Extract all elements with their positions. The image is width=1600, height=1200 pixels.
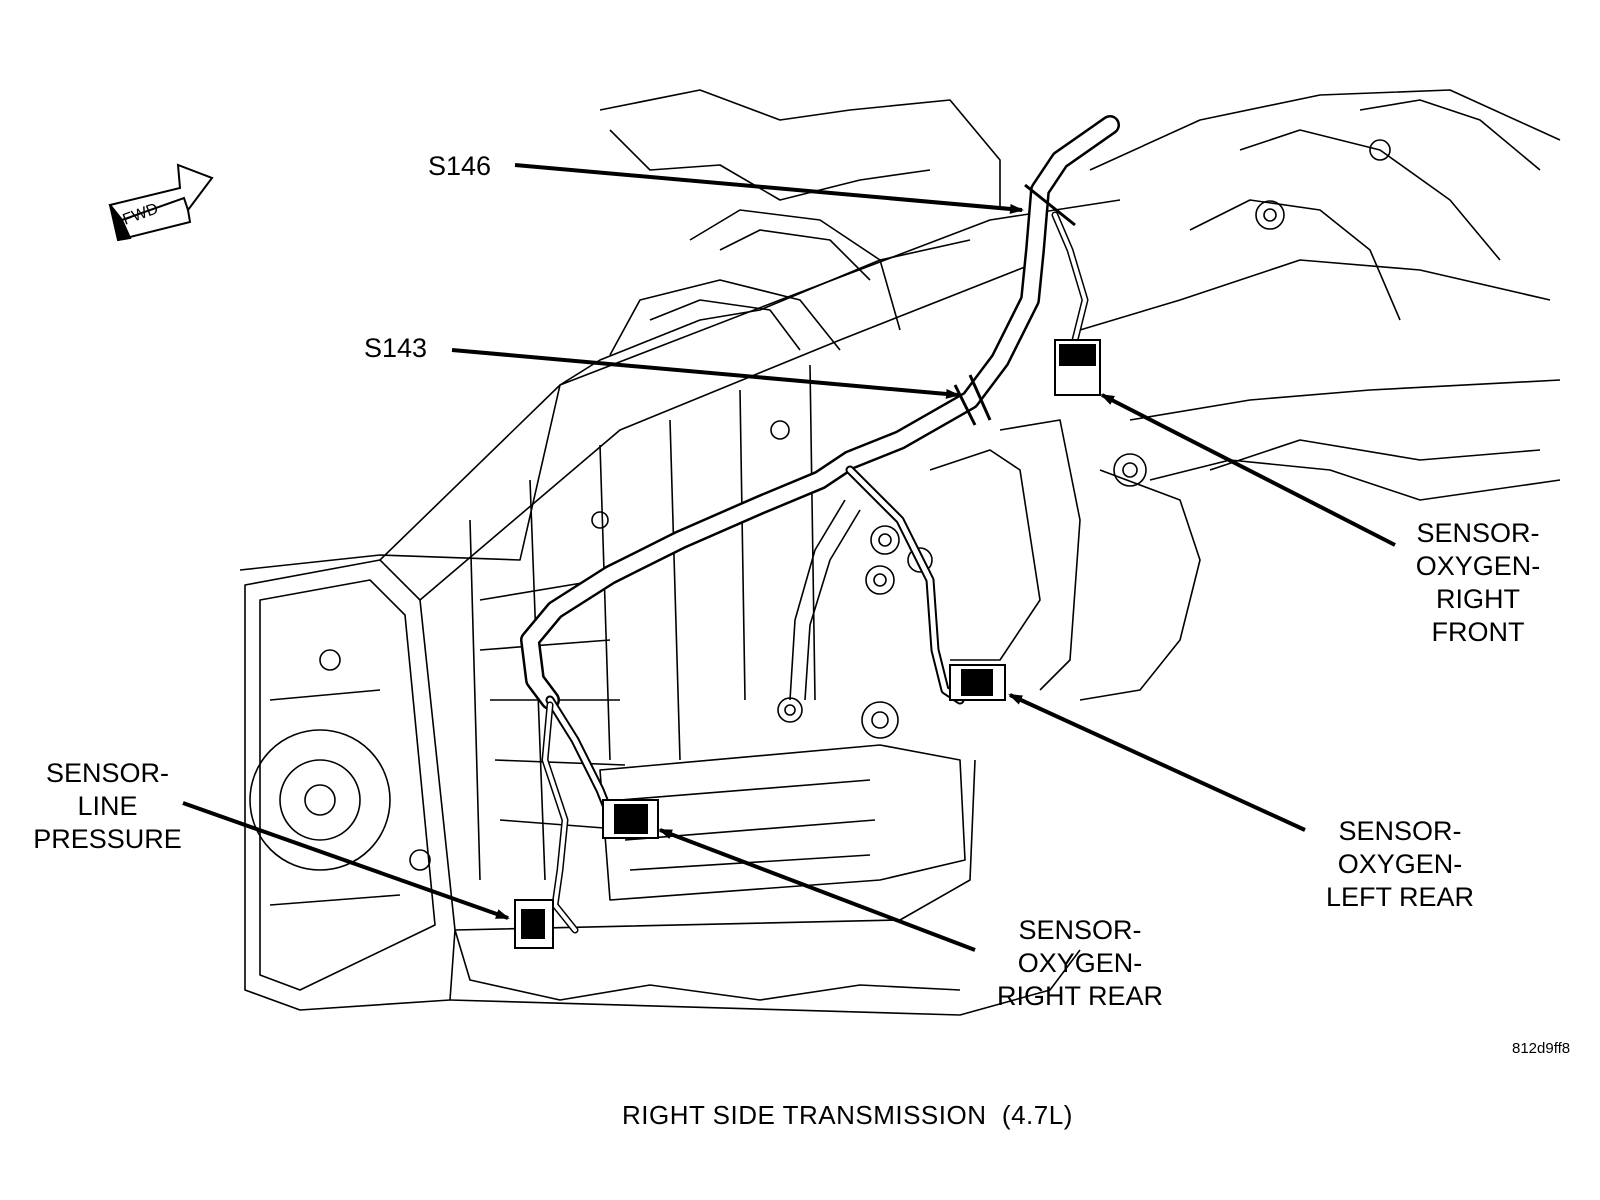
- leader-lines: [182, 163, 1396, 952]
- callout-line: RIGHT REAR: [996, 981, 1164, 1011]
- callout-line: FRONT: [1431, 617, 1525, 647]
- leader-s146: [514, 163, 1024, 214]
- figure-caption: RIGHT SIDE TRANSMISSION (4.7L): [622, 1100, 1073, 1130]
- callout-line: LINE: [77, 791, 138, 821]
- callout-line: SENSOR-: [45, 758, 170, 788]
- callout-line-pressure: SENSOR- LINE PRESSURE: [20, 757, 195, 856]
- leader-o2-left-rear: [1008, 693, 1306, 832]
- callout-line: OXYGEN-: [1415, 551, 1541, 581]
- callout-line: SENSOR-: [1018, 915, 1142, 945]
- callout-o2-right-rear: SENSOR- OXYGEN- RIGHT REAR: [980, 914, 1180, 1013]
- callout-s143: S143: [364, 333, 428, 363]
- callout-line: OXYGEN-: [1337, 849, 1463, 879]
- callout-line: PRESSURE: [33, 824, 182, 854]
- callout-line: SENSOR-: [1416, 518, 1540, 548]
- callout-o2-left-rear: SENSOR- OXYGEN- LEFT REAR: [1310, 815, 1490, 914]
- reference-code: 812d9ff8: [1512, 1040, 1571, 1057]
- leader-line-pressure: [182, 801, 510, 920]
- callout-o2-right-front: SENSOR- OXYGEN- RIGHT FRONT: [1398, 517, 1558, 649]
- callout-s146: S146: [428, 151, 492, 181]
- callout-line: LEFT REAR: [1325, 882, 1475, 912]
- callout-line: RIGHT: [1436, 584, 1520, 614]
- fwd-arrow-icon: [108, 163, 214, 242]
- callout-line: SENSOR-: [1338, 816, 1462, 846]
- callout-line: OXYGEN-: [1017, 948, 1143, 978]
- leader-s143: [451, 348, 960, 399]
- connector-icon: [514, 339, 1101, 949]
- leader-o2-right-rear: [658, 828, 976, 952]
- leader-o2-right-front: [1100, 393, 1396, 547]
